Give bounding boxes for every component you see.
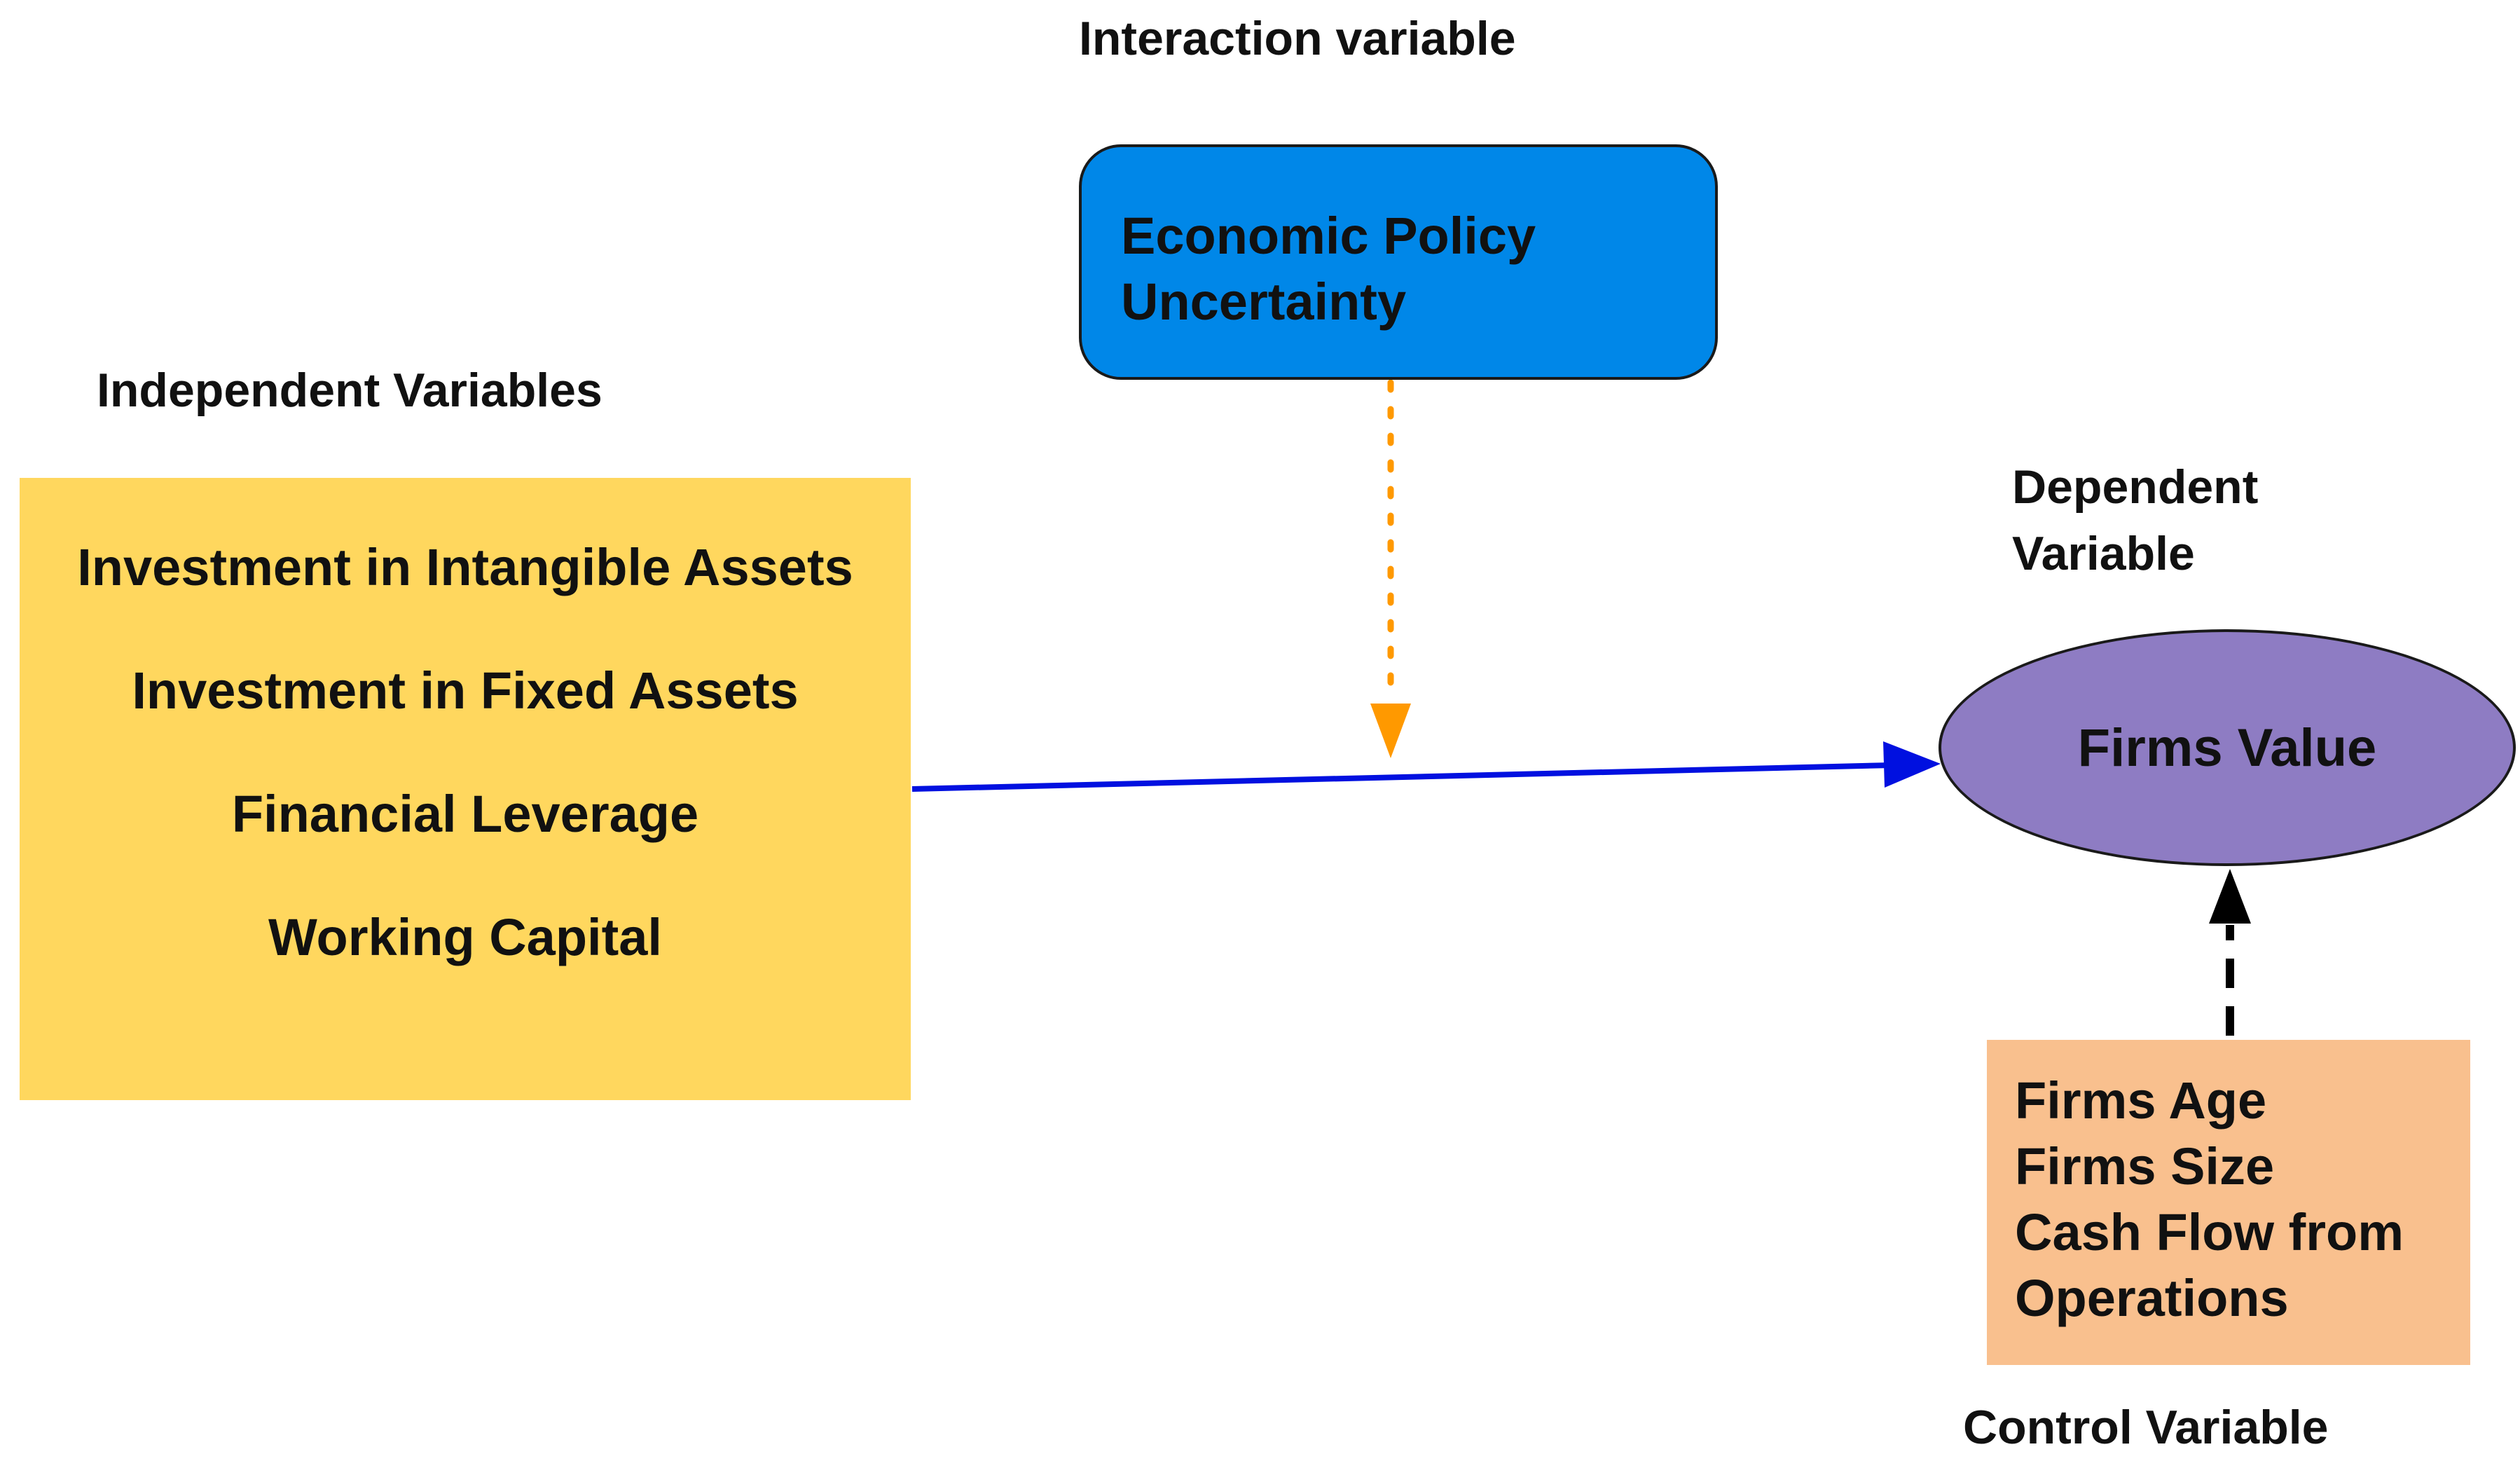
control-item: Cash Flow from [2015,1203,2404,1261]
interaction-variable-label: Interaction variable [1079,12,1516,65]
control-variable-label: Control Variable [1963,1401,2329,1454]
control-arrowhead [2209,869,2251,924]
epu-line-1: Economic Policy [1121,207,1536,265]
dependent-label-line-1: Dependent [2012,460,2259,514]
control-item: Firms Age [2015,1071,2267,1130]
moderation-arrowhead [1370,704,1411,758]
independent-item: Working Capital [268,908,662,966]
independent-item: Investment in Fixed Assets [132,661,799,720]
firms-value-oval: Firms Value [1939,629,2516,866]
dependent-label-line-2: Variable [2012,527,2195,581]
control-variables-box: Firms Age Firms Size Cash Flow from Oper… [1987,1040,2470,1365]
main-effect-arrow-line [911,762,1892,792]
independent-item: Investment in Intangible Assets [77,538,853,596]
main-effect-arrowhead [1883,741,1941,788]
control-item: Operations [2015,1269,2289,1327]
control-item: Firms Size [2015,1137,2275,1195]
economic-policy-uncertainty-box: Economic Policy Uncertainty [1079,144,1718,380]
epu-line-2: Uncertainty [1121,273,1407,331]
independent-variables-box: Investment in Intangible Assets Investme… [20,478,911,1100]
dependent-variable-label: Dependent Variable [2012,454,2258,587]
independent-variables-label: Independent Variables [97,364,603,417]
firms-value-text: Firms Value [2077,718,2377,778]
independent-item: Financial Leverage [231,785,699,843]
